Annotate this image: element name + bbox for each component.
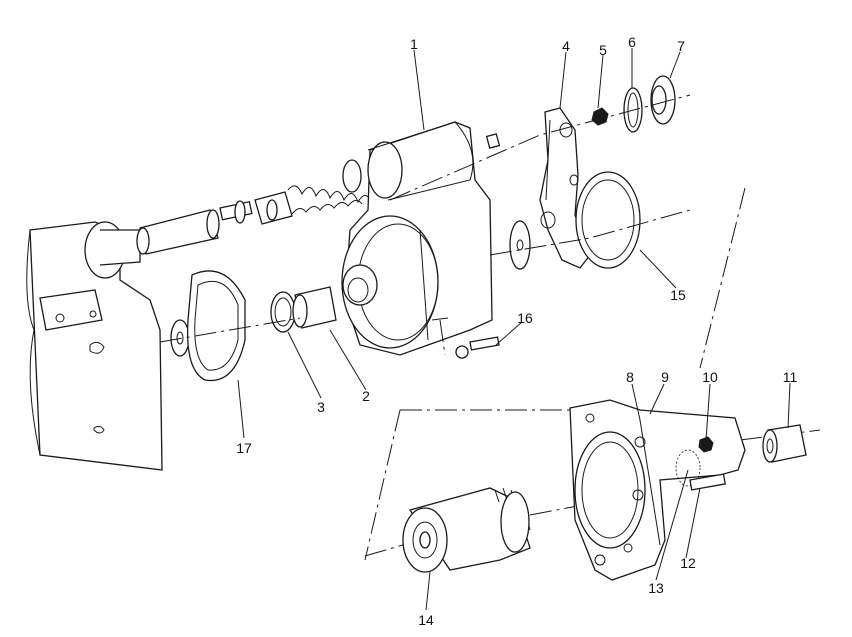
end-housing: [569, 399, 746, 581]
part-label-13: 13: [648, 580, 664, 596]
part-label-10: 10: [702, 369, 718, 385]
part-label-4: 4: [562, 38, 570, 54]
part-label-15: 15: [670, 287, 686, 303]
bushing: [762, 424, 807, 463]
top-hardware: [509, 75, 676, 270]
part-label-1: 1: [410, 36, 418, 52]
part-label-14: 14: [418, 612, 434, 628]
motor-housing: [26, 221, 163, 471]
part-label-16: 16: [517, 310, 533, 326]
drive-pinion: [402, 487, 531, 573]
part-label-7: 7: [677, 38, 685, 54]
gaskets-and-bushings: [170, 270, 337, 382]
part-label-6: 6: [628, 34, 636, 50]
part-label-3: 3: [317, 399, 325, 415]
part-label-11: 11: [782, 369, 798, 385]
solenoid-housing: [341, 121, 501, 356]
leader-lines: [237, 48, 791, 611]
part-label-2: 2: [362, 388, 370, 404]
plunger-assembly: [136, 159, 373, 255]
part-label-9: 9: [661, 369, 669, 385]
part-label-8: 8: [626, 369, 634, 385]
part-label-5: 5: [599, 42, 607, 58]
bolt: [455, 336, 500, 359]
part-label-17: 17: [236, 440, 252, 456]
part-label-12: 12: [680, 555, 696, 571]
